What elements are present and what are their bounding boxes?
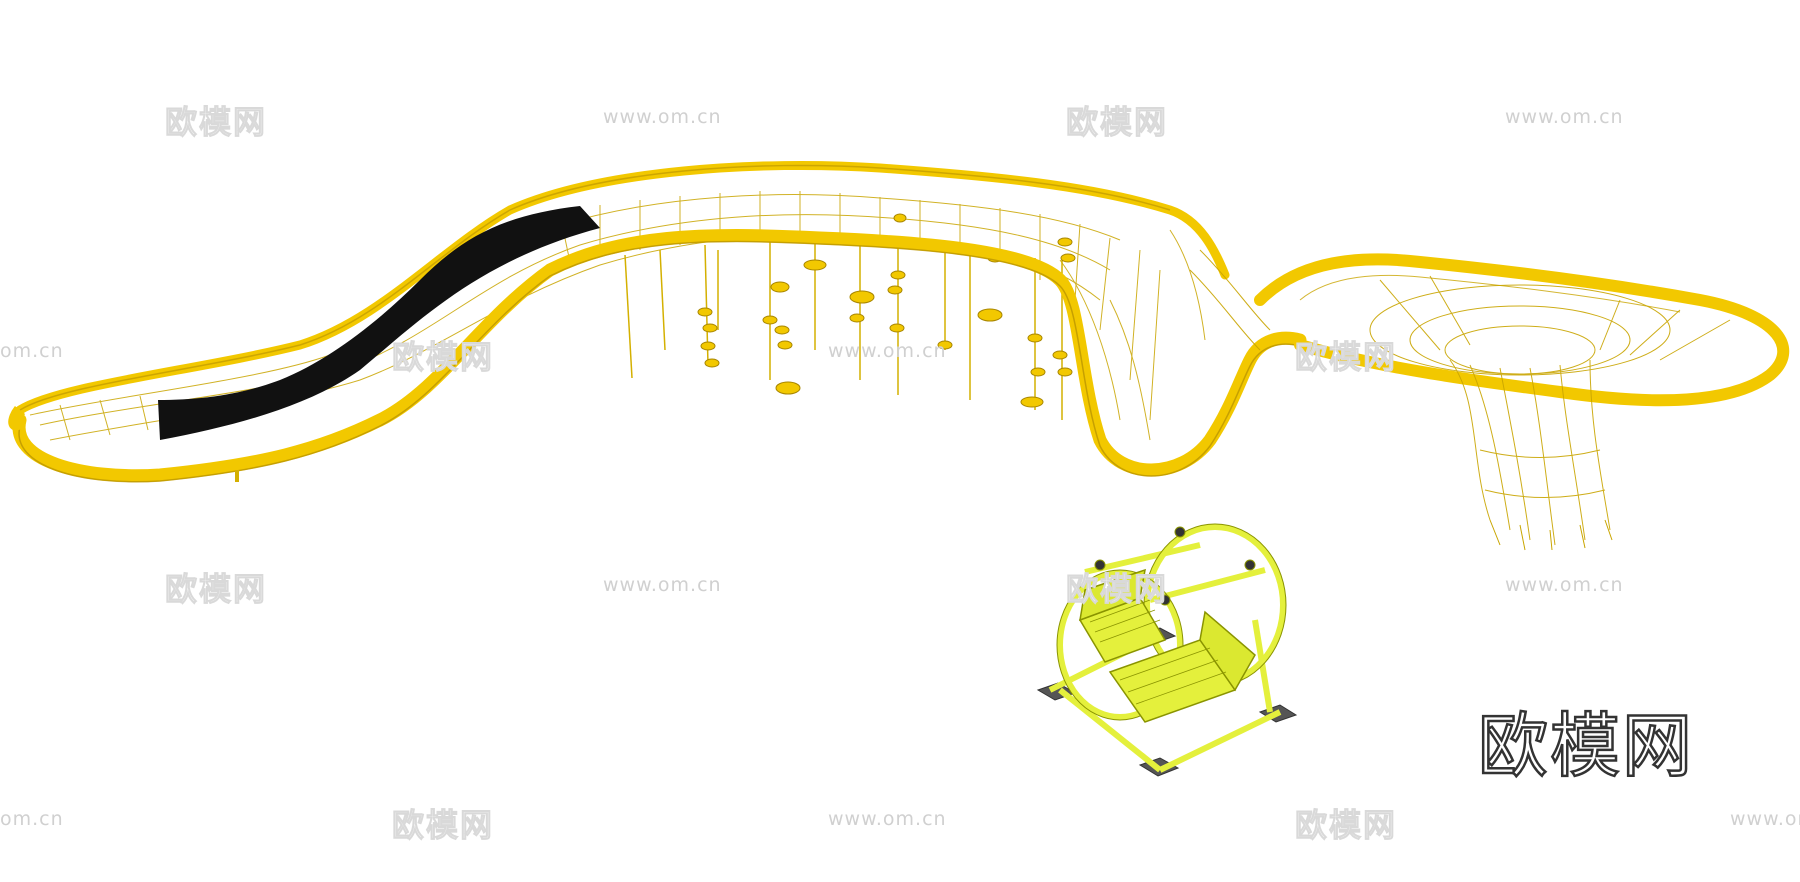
- tube-front-rim: [12, 229, 1307, 483]
- swing-seats: [1078, 568, 1256, 723]
- slide-panel: [158, 206, 600, 440]
- double-swing-seat: [1036, 523, 1298, 777]
- brand-logo-text: 欧模网: [1477, 704, 1694, 789]
- funnel-net-section: [1189, 249, 1790, 551]
- hanging-stepping-discs: [624, 238, 1063, 420]
- swing-ring-left: [1057, 570, 1183, 720]
- stepping-discs: [697, 213, 1076, 408]
- climbing-net-structure: [8, 160, 1790, 551]
